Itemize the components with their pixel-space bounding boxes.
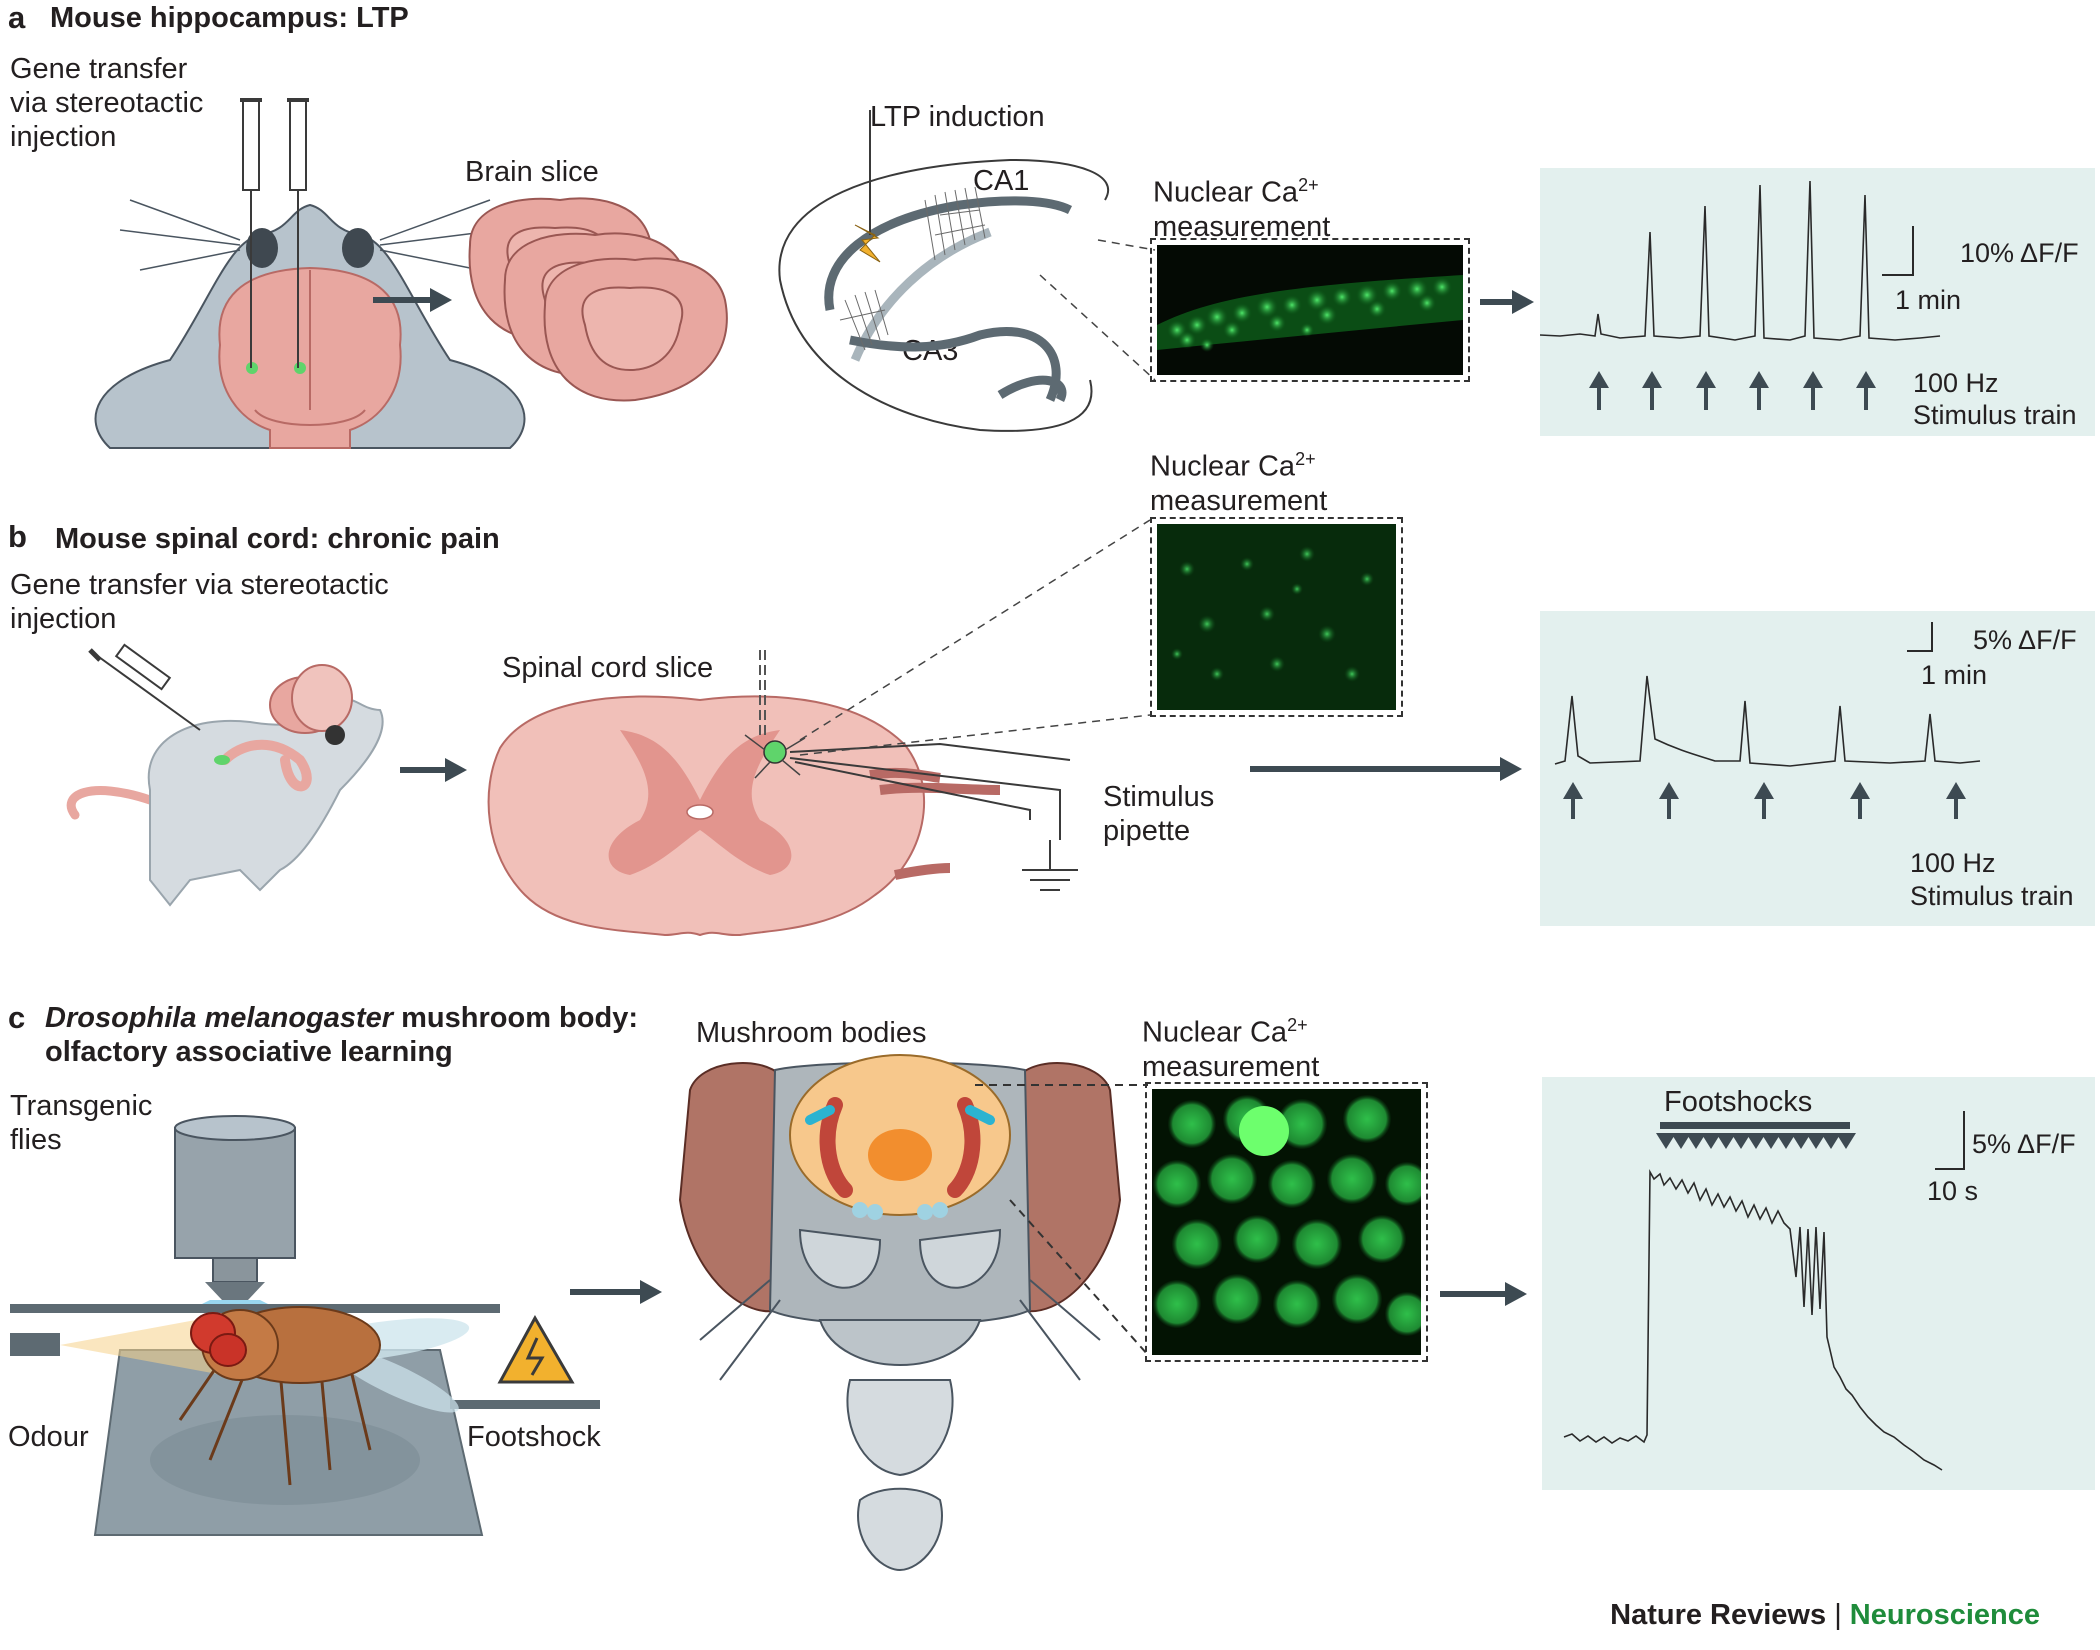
panel-b-arrow-2: [1250, 757, 1522, 781]
footshock-arrows: [1656, 1122, 1856, 1149]
panel-a-measurement-label: Nuclear Ca2+ measurement: [1153, 175, 1331, 243]
panel-c-trace-box: Footshocks 5% ΔF/F 10 s: [1542, 1077, 2095, 1490]
panel-b-trace-line: [1554, 675, 1981, 767]
panel-b-stimulus-pipette-label: Stimulus pipette: [1103, 781, 1215, 847]
panel-a-scale-bar: [1882, 226, 1914, 276]
panel-a-arrow-2: [1480, 290, 1534, 314]
panel-c-arrow-2: [1440, 1282, 1527, 1306]
panel-b-calcium-trace: [1554, 622, 1981, 819]
panel-a-stim-label: Stimulus train: [1913, 400, 2077, 430]
panel-b-measurement-label: Nuclear Ca2+ measurement: [1150, 449, 1328, 517]
panel-a-scale-x-label: 1 min: [1895, 285, 1962, 315]
panel-b-stim-freq-label: 100 Hz: [1910, 848, 1996, 878]
journal-section: Neuroscience: [1849, 1599, 2040, 1631]
journal-credit: Nature Reviews | Neuroscience: [1610, 1599, 2040, 1632]
panel-b-spinal-slice-label: Spinal cord slice: [502, 652, 714, 684]
panel-b-scale-y-label: 5% ΔF/F: [1973, 625, 2077, 655]
panel-c-scale-bar: [1935, 1111, 1965, 1170]
panel-a-trace-box: 10% ΔF/F 1 min 100 Hz Stimulus train: [1540, 168, 2095, 436]
panel-b-trace-box: 5% ΔF/F 1 min 100 Hz Stimulus train: [1540, 611, 2095, 926]
panel-b-arrow-1: [400, 758, 467, 782]
panel-a-title: Mouse hippocampus: LTP: [50, 2, 409, 34]
panel-b-gene-transfer-label: Gene transfer via stereotactic injection: [10, 569, 389, 635]
panel-c-trace-line: [1563, 1169, 1943, 1471]
panel-b-stimulus-arrows: [1563, 782, 1966, 819]
panel-a-brain-slice-label: Brain slice: [465, 156, 599, 188]
panel-c-odour-label: Odour: [8, 1421, 89, 1453]
journal-separator: |: [1834, 1599, 1842, 1631]
fly-illustration: [178, 1306, 470, 1486]
panel-c-footshocks-label: Footshocks: [1664, 1086, 1813, 1118]
panel-c-scale-x-label: 10 s: [1927, 1176, 1979, 1206]
panel-c-arrow-1: [570, 1280, 662, 1304]
panel-c-footshock-label: Footshock: [467, 1421, 601, 1453]
journal-name: Nature Reviews: [1610, 1599, 1827, 1631]
panel-a-micrograph: [1150, 238, 1470, 382]
panel-c-title: Drosophila melanogaster mushroom body:ol…: [45, 1002, 638, 1068]
panel-a-stimulus-arrows: [1589, 371, 1876, 410]
panel-c-calcium-trace: [1563, 1111, 1965, 1471]
spinal-cord-slice-illustration: [487, 519, 1151, 937]
panel-a-trace-line: [1540, 180, 1941, 341]
panel-c-measurement-label: Nuclear Ca2+ measurement: [1142, 1015, 1320, 1083]
panel-a-gene-transfer-label: Gene transfer via stereotactic injection: [10, 53, 204, 153]
panel-c-letter: c: [8, 1000, 26, 1035]
panel-a-letter: a: [8, 0, 26, 35]
panel-b-title: Mouse spinal cord: chronic pain: [55, 523, 500, 555]
panel-a-stim-freq-label: 100 Hz: [1913, 368, 1999, 398]
fly-head-illustration: [678, 1054, 1149, 1572]
hippocampus-slice-illustration: [778, 110, 1156, 432]
panel-b-stim-label: Stimulus train: [1910, 881, 2074, 911]
panel-b-scale-x-label: 1 min: [1921, 660, 1988, 690]
mouse-side-illustration: [66, 643, 384, 907]
microscope-illustration: [174, 1115, 296, 1305]
panel-a-arrow-1: [373, 288, 452, 312]
panel-c-transgenic-label: Transgenic flies: [10, 1090, 153, 1156]
panel-a-calcium-trace: [1540, 180, 1941, 410]
panel-b-scale-bar: [1907, 622, 1933, 652]
panel-a-ltp-induction-label: LTP induction: [870, 101, 1045, 133]
panel-b-letter: b: [8, 519, 27, 554]
panel-a-scale-y-label: 10% ΔF/F: [1960, 238, 2079, 268]
panel-c-scale-y-label: 5% ΔF/F: [1972, 1129, 2076, 1159]
panel-b-micrograph: [1150, 517, 1403, 717]
panel-a-ca1-label: CA1: [973, 165, 1030, 197]
panel-c-mushroom-bodies-label: Mushroom bodies: [696, 1017, 927, 1049]
panel-c-micrograph: [1145, 1082, 1428, 1362]
brain-slice-illustration: [468, 197, 728, 402]
mouse-head-illustration: [94, 98, 526, 449]
